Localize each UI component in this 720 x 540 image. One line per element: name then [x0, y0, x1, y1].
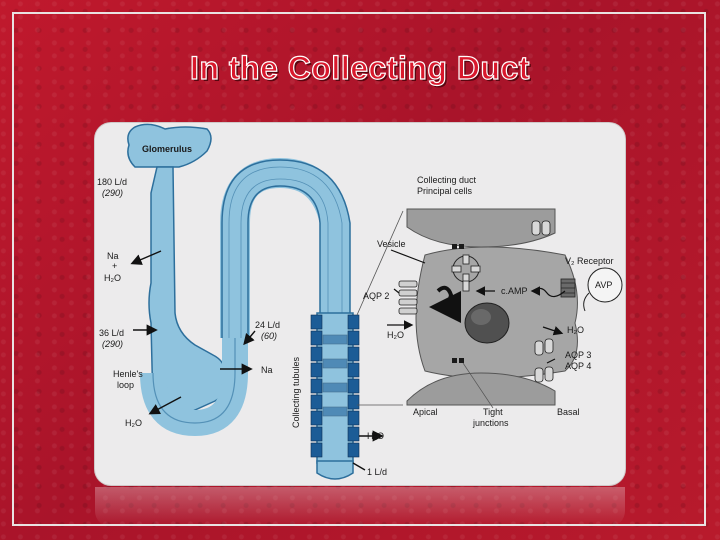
h2o-bottom-label: H₂O — [125, 418, 142, 428]
aqp4-label: AQP 4 — [565, 361, 591, 371]
h2o-cell-left-label: H₂O — [387, 330, 404, 340]
collecting-duct-label: Collecting duct — [417, 175, 477, 185]
collecting-tubules-label: Collecting tubules — [291, 356, 301, 428]
aqp3-label: AQP 3 — [565, 350, 591, 360]
tight-junctions-label-2: junctions — [472, 418, 509, 428]
glomerulus-label: Glomerulus — [142, 144, 192, 154]
flow-top-osm-label: (290) — [102, 188, 123, 198]
v2-receptor-label: V₂ Receptor — [565, 256, 614, 266]
aqp2-channels — [399, 281, 417, 314]
flow-final-label: 1 L/d — [367, 467, 387, 477]
tight-junctions-label-1: Tight — [483, 407, 503, 417]
basal-label: Basal — [557, 407, 580, 417]
lower-cell — [407, 373, 555, 405]
h2o-cell-right-label: H₂O — [567, 325, 584, 335]
na-label: Na — [107, 251, 119, 261]
avp-label: AVP — [595, 280, 612, 290]
na-right-label: Na — [261, 365, 273, 375]
camp-label: c.AMP — [501, 286, 528, 296]
principal-cell-inset: Collecting duct Principal cells Vesicle … — [357, 175, 622, 428]
principal-cells-label: Principal cells — [417, 186, 473, 196]
plus-label: + — [112, 261, 117, 271]
h2o-tubule-label: H₂O — [367, 431, 384, 441]
flow-top-label: 180 L/d — [97, 177, 127, 187]
nephron-tubule — [128, 124, 359, 479]
v2-receptor — [561, 279, 575, 297]
slide-title: In the Collecting Duct — [0, 50, 720, 87]
nephron-diagram: Glomerulus 180 L/d (290) Na + H₂O 36 L/d… — [95, 123, 625, 485]
flow-distal-osm-label: (60) — [261, 331, 277, 341]
h2o-left-label: H₂O — [104, 273, 121, 283]
flow-mid-osm-label: (290) — [102, 339, 123, 349]
aqp2-label: AQP 2 — [363, 291, 389, 301]
henle-label-1: Henle's — [113, 369, 143, 379]
panel-reflection — [95, 487, 625, 527]
flow-mid-label: 36 L/d — [99, 328, 124, 338]
diagram-panel: Glomerulus 180 L/d (290) Na + H₂O 36 L/d… — [95, 123, 625, 485]
vesicle-label: Vesicle — [377, 239, 406, 249]
henle-label-2: loop — [117, 380, 134, 390]
flow-distal-label: 24 L/d — [255, 320, 280, 330]
apical-label: Apical — [413, 407, 438, 417]
